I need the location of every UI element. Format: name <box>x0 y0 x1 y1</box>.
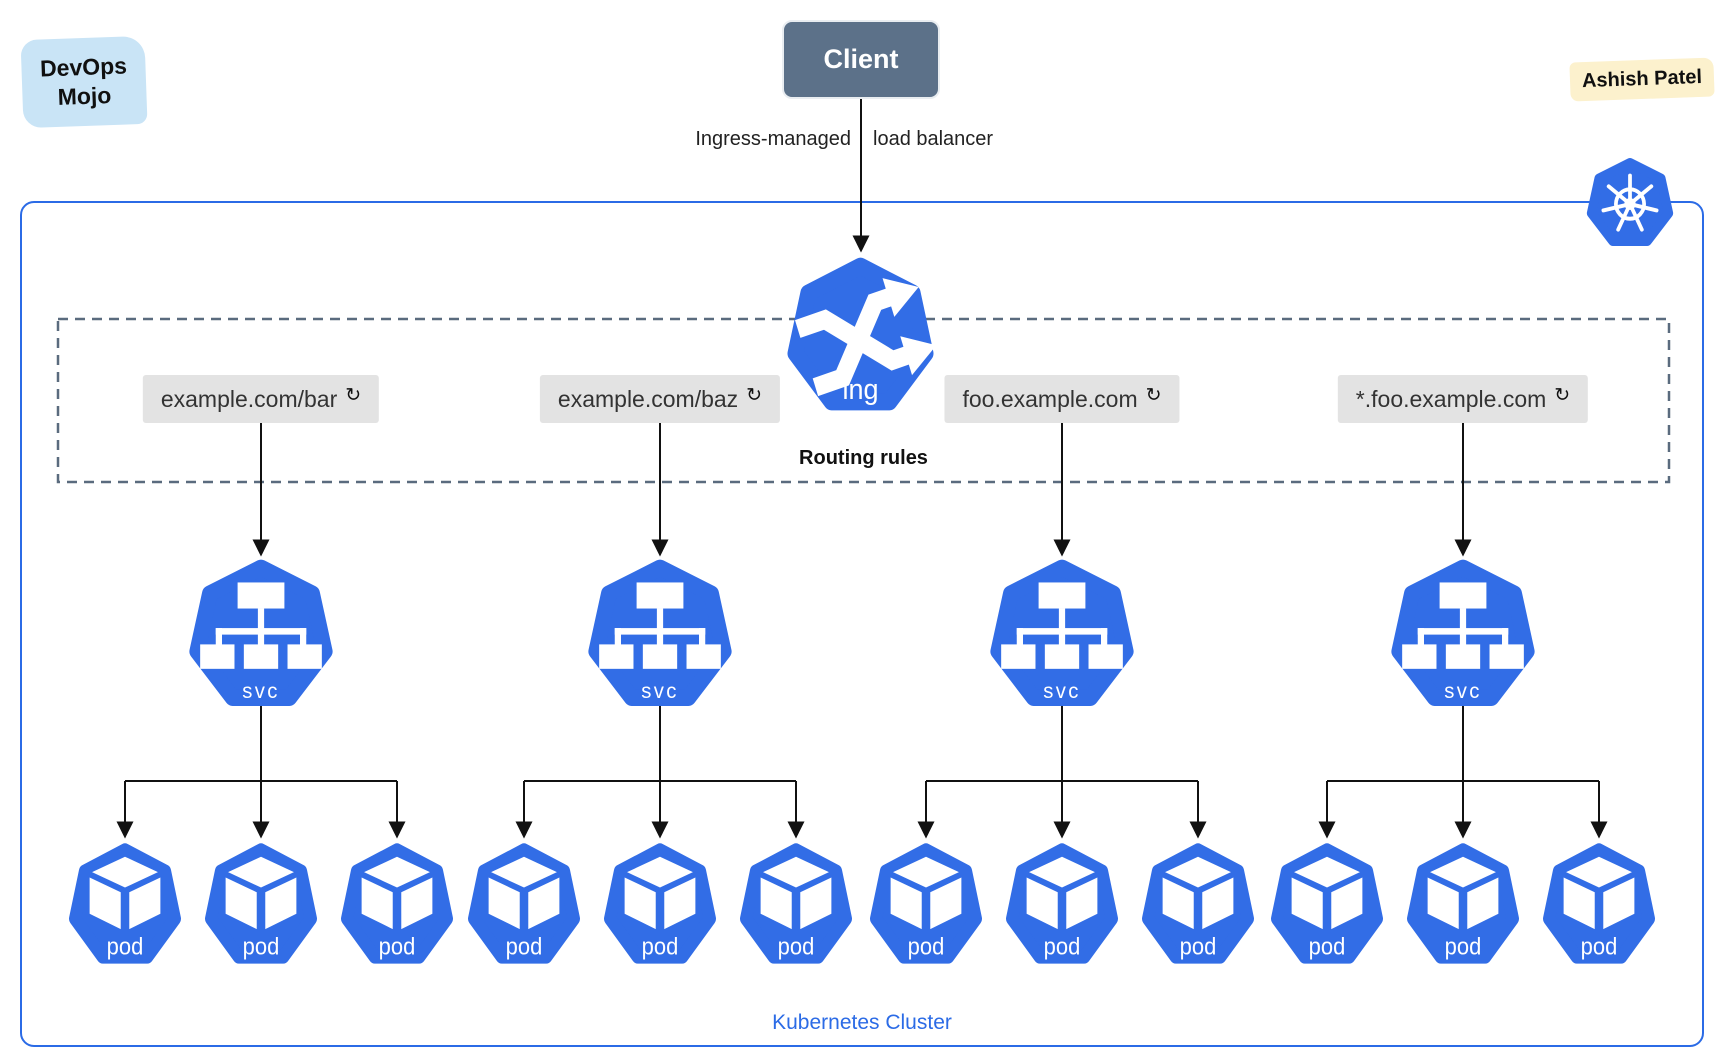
pod-icon-2: pod <box>200 842 322 976</box>
service-icon-4: svc <box>1385 558 1541 721</box>
brand-line1: DevOps <box>39 52 128 82</box>
pod-label: pod <box>908 933 945 960</box>
pod-icon-4: pod <box>463 842 585 976</box>
brand-badge: DevOps Mojo <box>20 35 148 129</box>
load-balancer-label-left: Ingress-managed <box>695 128 851 150</box>
pod-icon-9: pod <box>1137 842 1259 976</box>
refresh-icon: ↻ <box>746 384 763 406</box>
pod-icon-11: pod <box>1402 842 1524 976</box>
pod-label: pod <box>379 933 416 960</box>
route-rule-2: example.com/baz ↻ <box>539 375 781 423</box>
ingress-icon: ing <box>781 256 940 426</box>
pod-icon-8: pod <box>1001 842 1123 976</box>
service-icon-2: svc <box>582 558 738 721</box>
service-icon-3: svc <box>984 558 1140 721</box>
pod-label: pod <box>243 933 280 960</box>
pod-label: pod <box>1180 933 1217 960</box>
kubernetes-logo-icon <box>1583 157 1677 255</box>
refresh-icon: ↻ <box>1145 384 1162 406</box>
pod-icon-5: pod <box>599 842 721 976</box>
route-rule-4-text: *.foo.example.com <box>1355 385 1547 412</box>
pod-icon-10: pod <box>1266 842 1388 976</box>
route-rule-4: *.foo.example.com ↻ <box>1337 375 1589 423</box>
pod-label: pod <box>107 933 144 960</box>
load-balancer-label-right: load balancer <box>873 128 994 150</box>
pod-icon-7: pod <box>865 842 987 976</box>
service-label: svc <box>1444 680 1481 703</box>
pod-label: pod <box>642 933 679 960</box>
route-rule-3: foo.example.com ↻ <box>944 375 1180 423</box>
pod-label: pod <box>1044 933 1081 960</box>
ingress-label: ing <box>842 373 878 405</box>
route-rule-1: example.com/bar ↻ <box>142 375 380 423</box>
refresh-icon: ↻ <box>1554 384 1571 406</box>
service-label: svc <box>242 680 279 703</box>
pod-label: pod <box>1309 933 1346 960</box>
pod-icon-1: pod <box>64 842 186 976</box>
author-badge: Ashish Patel <box>1569 57 1715 102</box>
client-node: Client <box>782 20 940 99</box>
author-name: Ashish Patel <box>1581 65 1703 93</box>
route-rule-2-text: example.com/baz <box>557 385 739 412</box>
pod-icon-12: pod <box>1538 842 1660 976</box>
service-icon-1: svc <box>183 558 339 721</box>
service-label: svc <box>1043 680 1080 703</box>
routing-rules-title: Routing rules <box>799 447 928 469</box>
cluster-label: Kubernetes Cluster <box>772 1011 952 1034</box>
pod-label: pod <box>506 933 543 960</box>
pod-icon-6: pod <box>735 842 857 976</box>
pod-label: pod <box>1445 933 1482 960</box>
kubernetes-cluster-boundary: Kubernetes Cluster <box>20 201 1704 1047</box>
brand-line2: Mojo <box>57 82 112 110</box>
refresh-icon: ↻ <box>345 384 362 406</box>
service-label: svc <box>641 680 678 703</box>
pod-label: pod <box>778 933 815 960</box>
route-rule-1-text: example.com/bar <box>160 385 338 412</box>
pod-label: pod <box>1581 933 1618 960</box>
pod-icon-3: pod <box>336 842 458 976</box>
route-rule-3-text: foo.example.com <box>962 385 1138 412</box>
